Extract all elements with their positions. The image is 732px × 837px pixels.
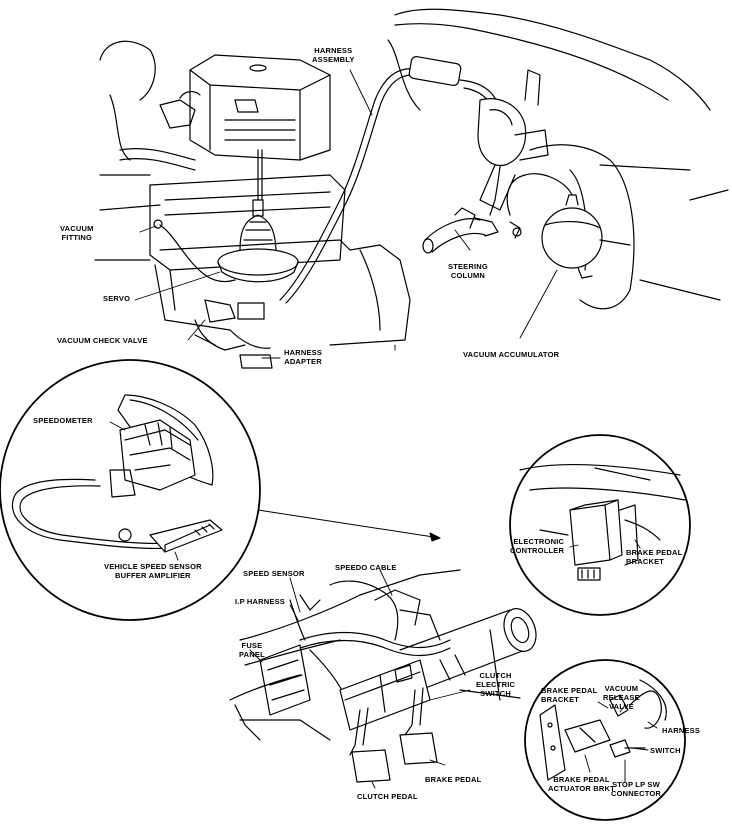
label-speedometer: SPEEDOMETER (33, 416, 93, 425)
pedal-assembly-drawing (229, 569, 537, 783)
label-stop-lp-sw-connector: STOP LP SW CONNECTOR (611, 780, 661, 798)
label-harness-adapter: HARNESS ADAPTER (284, 348, 323, 366)
label-servo: SERVO (103, 294, 131, 303)
label-speedo-cable: SPEEDO CABLE (335, 563, 397, 572)
label-brake-pedal: BRAKE PEDAL (425, 775, 482, 784)
label-steering-column: STEERING COLUMN (448, 262, 488, 280)
label-switch: SWITCH (650, 746, 681, 755)
actuator-drawing (477, 69, 549, 211)
label-vacuum-release-valve: VACUUM RELEASE VALVE (603, 684, 640, 711)
label-vacuum-check-valve: VACUUM CHECK VALVE (57, 336, 148, 345)
vacuum-accumulator-drawing (506, 173, 631, 279)
label-ip-harness: I.P HARNESS (235, 597, 285, 606)
label-brake-pedal-actuator-brkt: BRAKE PEDAL ACTUATOR BRKT (548, 775, 615, 793)
label-speed-sensor: SPEED SENSOR (243, 569, 305, 578)
label-vehicle-speed-sensor: VEHICLE SPEED SENSOR BUFFER AMPLIFIER (104, 562, 202, 580)
label-brake-pedal-bracket-top: BRAKE PEDAL BRACKET (626, 548, 683, 566)
label-brake-pedal-bracket-inset: BRAKE PEDAL BRACKET (541, 686, 598, 704)
steering-column-drawing (422, 207, 522, 254)
connector-arrow (257, 509, 441, 542)
label-electronic-controller: ELECTRONIC CONTROLLER (510, 537, 565, 555)
label-fuse-panel: FUSE PANEL (239, 641, 265, 659)
label-vacuum-fitting: VACUUM FITTING (60, 224, 94, 242)
harness-assembly-drawing (279, 56, 503, 304)
label-harness-assembly: HARNESS ASSEMBLY (312, 46, 355, 64)
controller-inset (509, 434, 691, 616)
speedometer-inset (0, 359, 261, 621)
label-harness: HARNESS (662, 726, 701, 735)
label-vacuum-accumulator: VACUUM ACCUMULATOR (463, 350, 560, 359)
label-clutch-pedal: CLUTCH PEDAL (357, 792, 418, 801)
label-clutch-electric-switch: CLUTCH ELECTRIC SWITCH (476, 671, 516, 698)
engine-block-drawing (94, 40, 411, 369)
servo-drawing (217, 149, 299, 283)
